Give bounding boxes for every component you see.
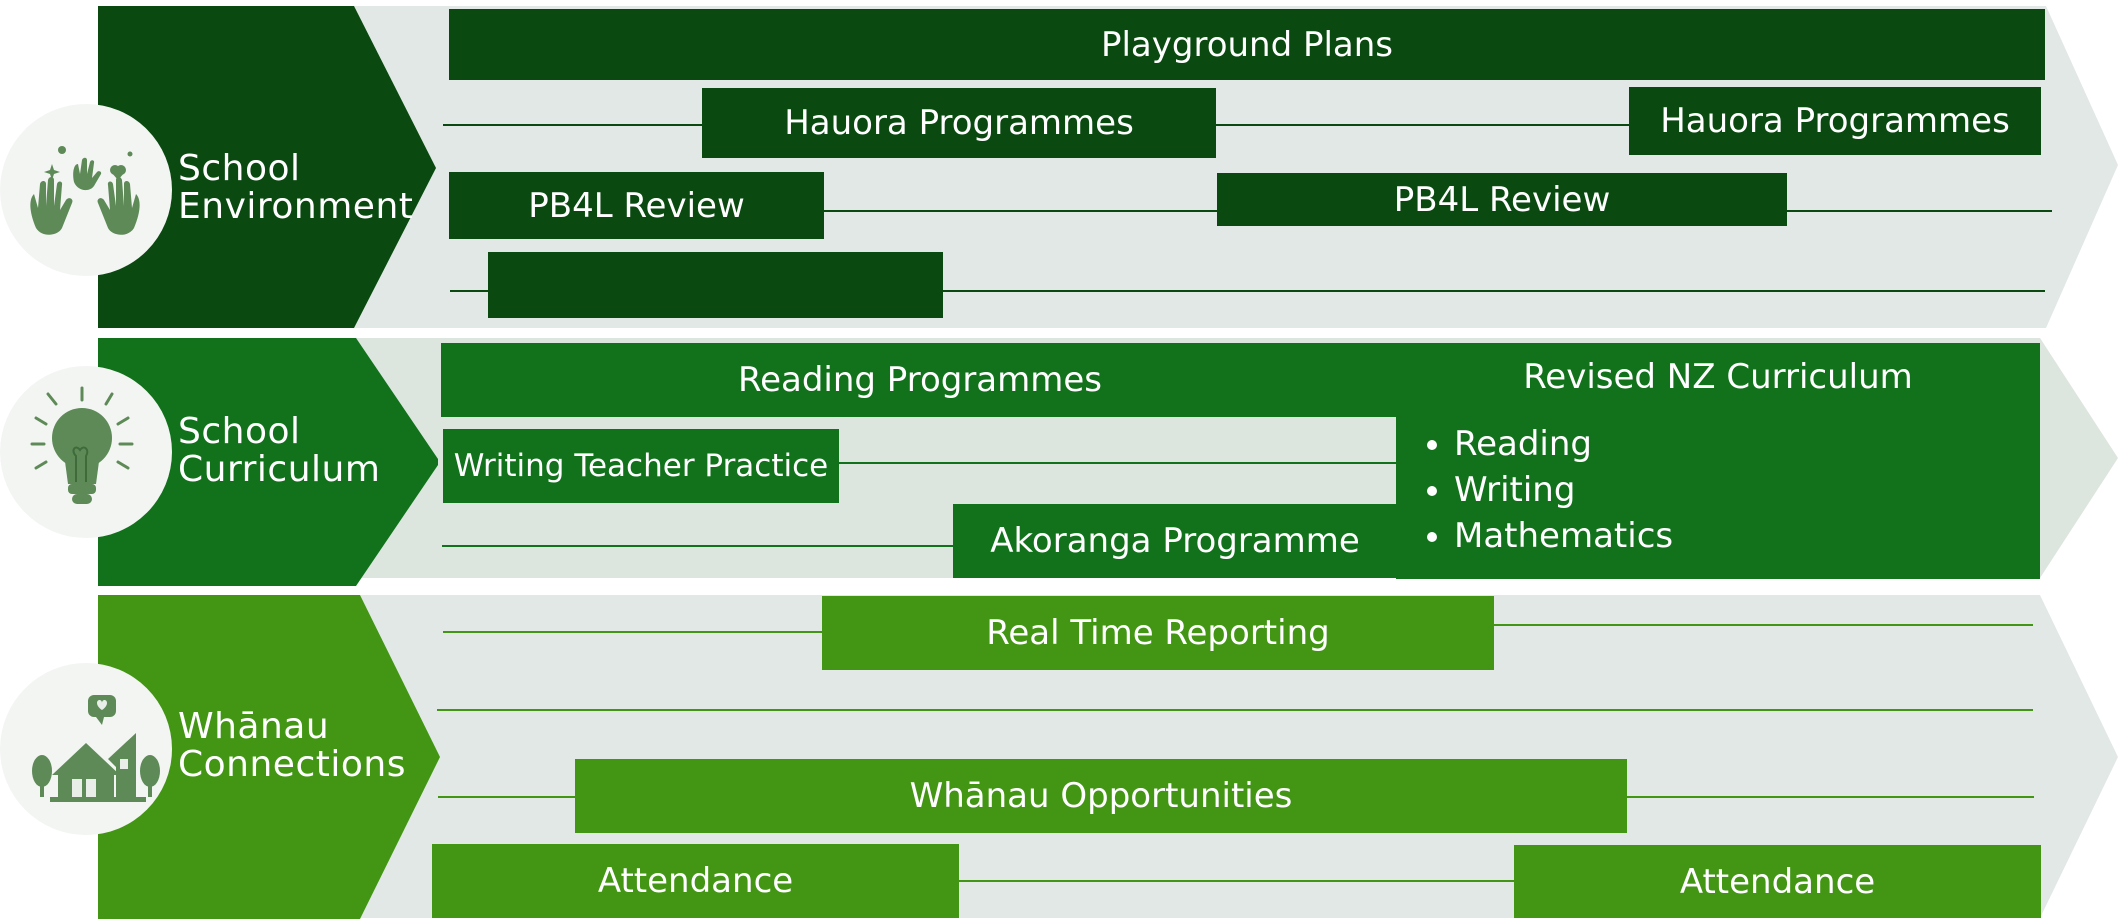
connector-line: [958, 880, 1515, 882]
lane-title-line2: Connections: [178, 744, 406, 785]
lane-title-line2: Environment: [178, 186, 414, 227]
writing-teacher-practice-bar: Writing Teacher Practice: [443, 429, 839, 503]
lane-title-environment: School Environment: [178, 150, 413, 226]
playground-plans-bar: Playground Plans: [449, 9, 2045, 80]
whanau-arrow: [98, 595, 440, 919]
connector-line: [442, 545, 954, 547]
hauora-programmes-bar: Hauora Programmes: [1629, 87, 2041, 155]
connector-line: [1493, 624, 2033, 626]
attendance-bar: Attendance: [432, 844, 959, 918]
pb4l-review-bar: PB4L Review: [449, 172, 824, 239]
connector-line: [838, 462, 1398, 464]
hands-icon: [0, 104, 172, 276]
pb4l-review-bar: PB4L Review: [1217, 173, 1787, 226]
revised-nz-curriculum-title: Revised NZ Curriculum: [1523, 357, 1913, 397]
connector-line: [450, 290, 490, 292]
hauora-programmes-bar: Hauora Programmes: [702, 88, 1216, 158]
blank-bar: [488, 252, 943, 318]
revised-nz-curriculum-box: Revised NZ Curriculum Reading Writing Ma…: [1396, 343, 2040, 579]
attendance-bar: Attendance: [1514, 845, 2041, 918]
lane-title-line1: Whānau: [178, 706, 330, 747]
connector-line: [1215, 124, 1630, 126]
list-item: Writing: [1454, 467, 1673, 513]
akoranga-programme-bar: Akoranga Programme: [953, 504, 1397, 578]
lane-title-whanau: Whānau Connections: [178, 708, 406, 784]
connector-line: [443, 124, 703, 126]
connector-line: [942, 290, 2045, 292]
connector-line: [438, 796, 576, 798]
lane-title-line1: School: [178, 411, 301, 452]
curriculum-arrow: [98, 338, 438, 588]
connector-line: [824, 210, 1219, 212]
whanau-opportunities-bar: Whānau Opportunities: [575, 759, 1627, 833]
connector-line: [437, 709, 2033, 711]
lane-title-curriculum: School Curriculum: [178, 413, 380, 489]
lane-title-line2: Curriculum: [178, 449, 381, 490]
connector-line: [443, 631, 823, 633]
connector-line: [1626, 796, 2034, 798]
real-time-reporting-bar: Real Time Reporting: [822, 596, 1494, 670]
house-icon: [0, 663, 172, 835]
reading-programmes-bar: Reading Programmes: [441, 343, 1399, 417]
environment-arrow: [98, 6, 438, 328]
list-item: Reading: [1454, 421, 1673, 467]
lane-title-line1: School: [178, 148, 301, 189]
curriculum-list: Reading Writing Mathematics: [1414, 421, 1673, 559]
connector-line: [1786, 210, 2052, 212]
list-item: Mathematics: [1454, 513, 1673, 559]
lightbulb-icon: [0, 366, 172, 538]
